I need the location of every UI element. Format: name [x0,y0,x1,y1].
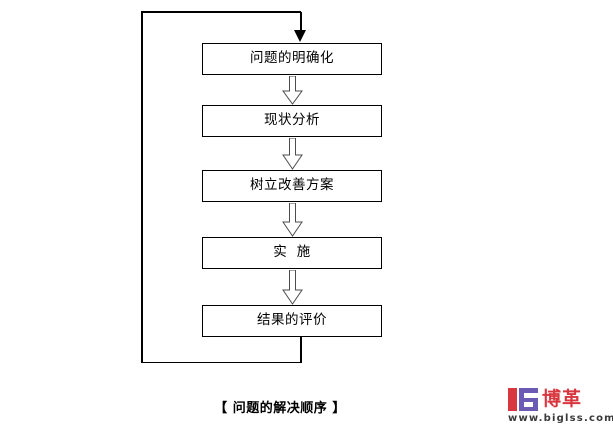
arrow-step3-step4-icon [280,203,305,237]
flow-step-box-2[interactable]: 现状分析 [202,105,382,137]
feedback-loop-top-segment [141,11,301,13]
entry-arrow-line [300,12,302,32]
feedback-loop-bottom-segment [141,361,302,363]
flow-step-label-4: 实 施 [273,244,311,261]
flow-step-label-2: 现状分析 [264,112,320,129]
flow-step-label-1: 问题的明确化 [250,50,334,67]
arrow-step2-step3-icon [280,138,305,170]
flow-step-label-3: 树立改善方案 [250,177,334,194]
watermark-brand-char-2: 革 [562,388,583,410]
entry-arrow-head-icon [294,30,306,42]
watermark-brand-char-1: 博 [542,388,563,410]
watermark-brand-row: 博 革 [508,388,582,411]
flow-step-box-3[interactable]: 树立改善方案 [202,170,382,202]
biglss-logo-icon [508,388,538,411]
watermark-url: www.biglss.com [508,413,613,424]
flow-step-box-1[interactable]: 问题的明确化 [202,43,382,75]
watermark-logo: 博 革 www.biglss.com [508,388,613,430]
arrow-step4-step5-icon [280,270,305,305]
feedback-loop-exit-stub [300,337,302,362]
arrow-step1-step2-icon [280,76,305,105]
feedback-loop-left-segment [141,11,143,363]
flow-step-box-4[interactable]: 实 施 [202,237,382,269]
flow-step-label-5: 结果的评价 [257,312,327,329]
flow-step-box-5[interactable]: 结果的评价 [202,305,382,337]
diagram-caption: 【 问题的解决顺序 】 [214,401,346,416]
